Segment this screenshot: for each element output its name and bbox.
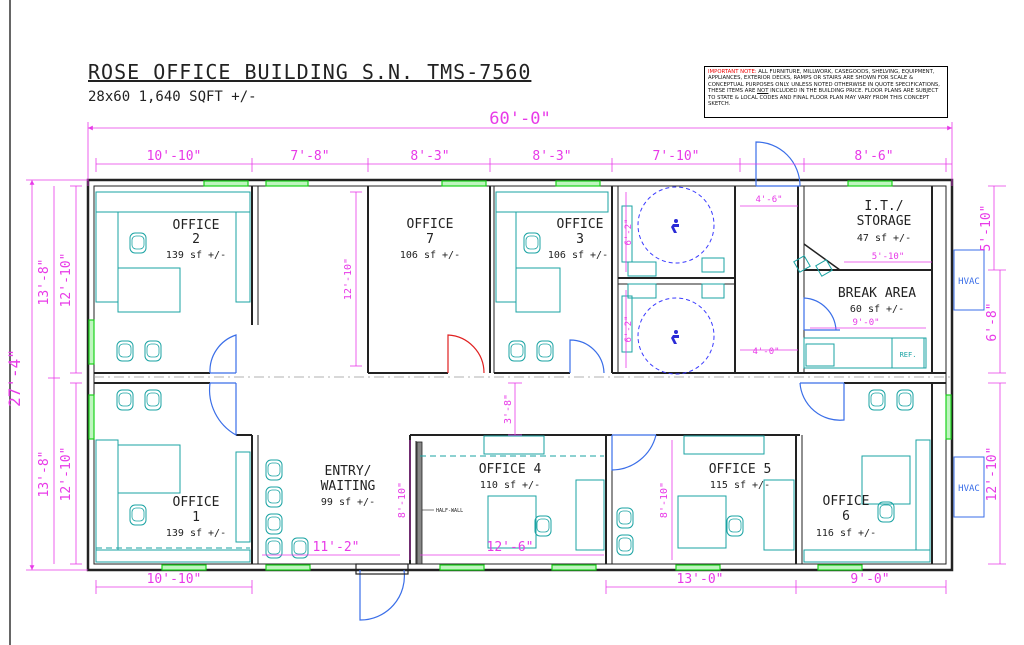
office3-area: 106 sf +/-: [548, 250, 608, 261]
office4-name: OFFICE 4: [479, 462, 542, 477]
exterior-wall-inner: [93, 185, 947, 565]
storage-name2: STORAGE: [857, 214, 912, 229]
dimension-labels: 60'-0" 10'-10" 7'-8" 8'-3" 8'-3" 7'-10" …: [5, 109, 1000, 587]
dim-bottom-3: 9'-0": [850, 572, 889, 587]
dim-left-inner-2: 12'-10": [59, 447, 74, 502]
important-note: IMPORTANT NOTE: ALL FURNITURE, MILLWORK,…: [704, 66, 948, 118]
break-area: 60 sf +/-: [850, 304, 904, 315]
misc-labels: HVAC HVAC REF. HALF-WALL: [422, 277, 980, 514]
dim-office4-height: 8'-10": [397, 482, 408, 518]
office5-name: OFFICE 5: [709, 462, 772, 477]
dim-left-outer-1: 13'-8": [37, 259, 52, 306]
drawing-subtitle: 28x60 1,640 SQFT +/-: [88, 89, 257, 105]
dim-right-2: 6'-8": [985, 302, 1000, 341]
dim-top-2: 7'-8": [290, 149, 329, 164]
dimension-lines: [26, 122, 1006, 594]
office6-name2: 6: [842, 509, 850, 524]
note-text-a: ALL FURNITURE, MILLWORK, CASEGOODS, SHEL…: [708, 69, 940, 95]
dim-office4-width: 12'-6": [487, 540, 534, 555]
office1-area: 139 sf +/-: [166, 528, 226, 539]
dim-top-1: 10'-10": [147, 149, 202, 164]
hvac-label-top: HVAC: [958, 277, 980, 287]
dim-storage-width: 5'-10": [872, 252, 905, 262]
dim-top-5: 7'-10": [653, 149, 700, 164]
dim-door-top: 4'-6": [755, 195, 782, 205]
dim-bottom-2: 13'-0": [677, 572, 724, 587]
room-labels: OFFICE 2 139 sf +/- OFFICE 7 106 sf +/- …: [166, 199, 916, 539]
dim-top-3: 8'-3": [410, 149, 449, 164]
office2-name2: 2: [192, 232, 200, 247]
entry-name1: ENTRY/: [325, 464, 372, 479]
dim-left-outer-2: 13'-8": [37, 451, 52, 498]
office7-name1: OFFICE: [407, 217, 454, 232]
office7-area: 106 sf +/-: [400, 250, 460, 261]
half-wall-label: HALF-WALL: [436, 508, 463, 514]
office4-area: 110 sf +/-: [480, 480, 540, 491]
office2-name1: OFFICE: [173, 218, 220, 233]
office5-area: 115 sf +/-: [710, 480, 770, 491]
entry-area: 99 sf +/-: [321, 497, 375, 508]
dim-left-inner-1: 12'-10": [59, 253, 74, 308]
dim-overall: 60'-0": [489, 109, 550, 129]
dim-right-1: 5'-10": [979, 205, 994, 252]
hvac-label-bottom: HVAC: [958, 484, 980, 494]
dim-corridor: 3'-8": [503, 394, 514, 424]
note-label: IMPORTANT NOTE:: [708, 69, 757, 75]
note-text-b: INCLUDED IN THE BUILDING PRICE. FLOOR PL…: [708, 88, 939, 108]
dim-office5-height: 8'-10": [659, 482, 670, 518]
office7-name2: 7: [426, 232, 434, 247]
dim-bottom-1: 10'-10": [147, 572, 202, 587]
dim-break-width: 9'-0": [852, 318, 879, 328]
office3-name2: 3: [576, 232, 584, 247]
walls: [86, 178, 954, 572]
doors: [208, 141, 845, 621]
office1-name2: 1: [192, 510, 200, 525]
dim-top-4: 8'-3": [532, 149, 571, 164]
exterior-wall: [86, 178, 954, 572]
dim-entry-width: 11'-2": [313, 540, 360, 555]
dim-left-total: 27'-4": [5, 349, 24, 407]
storage-name1: I.T./: [864, 199, 903, 214]
dim-right-3: 12'-10": [985, 447, 1000, 502]
drawing-title: ROSE OFFICE BUILDING S.N. TMS-7560: [88, 60, 532, 84]
note-not-word: NOT: [757, 88, 769, 95]
dim-restroom-top: 6'-2": [624, 218, 634, 245]
dim-door-bottom: 4'-0": [752, 347, 779, 357]
office1-name1: OFFICE: [173, 495, 220, 510]
storage-area: 47 sf +/-: [857, 233, 911, 244]
office3-name1: OFFICE: [557, 217, 604, 232]
dim-restroom-bottom: 6'-2": [624, 315, 634, 342]
accessible-turning-areas: [637, 186, 715, 375]
windows: [88, 180, 952, 571]
furniture: [95, 191, 931, 563]
accessible-icon: [671, 219, 679, 344]
hvac-units: [953, 249, 985, 518]
ref-label: REF.: [900, 351, 917, 359]
break-name: BREAK AREA: [838, 286, 916, 301]
office2-area: 139 sf +/-: [166, 250, 226, 261]
office6-area: 116 sf +/-: [816, 528, 876, 539]
dim-top-6: 8'-6": [854, 149, 893, 164]
dim-office7-height: 12'-10": [343, 258, 354, 300]
office6-name1: OFFICE: [823, 494, 870, 509]
entry-name2: WAITING: [321, 479, 376, 494]
